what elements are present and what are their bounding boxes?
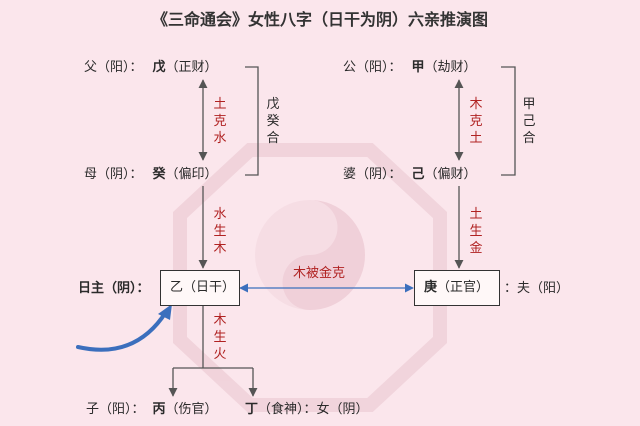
label-water-generates-wood: 水生木: [212, 206, 228, 257]
husband-relation: （正官）: [437, 280, 489, 295]
self-node-box: 乙（日干）: [160, 270, 240, 306]
grandpa-stem: 甲: [412, 60, 425, 75]
husband-stem: 庚: [424, 280, 437, 295]
self-node: 乙（日干）: [170, 280, 235, 296]
label-wood-generates-fire: 木生火: [212, 312, 228, 363]
self-role: 日主（阴）：: [78, 281, 150, 297]
mother-node: 母（阴）： 癸（偏印）: [84, 167, 218, 183]
grandpa-role: 公（阳）：: [343, 60, 402, 75]
self-relation: （日干）: [183, 280, 235, 295]
label-wood-restrains-earth: 木克土: [468, 96, 484, 147]
self-role-label: 日主（阴）：: [78, 281, 150, 296]
grandpa-relation: （劫财）: [425, 60, 477, 75]
daughter-stem: 丁: [245, 402, 258, 417]
page-title: 《三命通会》女性八字（日干为阴）六亲推演图: [0, 10, 640, 30]
mother-in-law-node: 婆（阴）： 己（偏财）: [343, 167, 477, 183]
father-stem: 戊: [153, 60, 166, 75]
mother-role: 母（阴）：: [84, 167, 143, 182]
daughter-relation: （食神）: [258, 402, 304, 417]
bracket-jia-ji: [501, 67, 515, 175]
label-earth-restrains-water: 土克水: [212, 96, 228, 147]
husband-node: 庚（正官）: [424, 280, 489, 296]
son-stem: 丙: [153, 402, 166, 417]
self-stem: 乙: [170, 280, 183, 295]
label-wu-gui-combine: 戊癸合: [265, 96, 281, 147]
mother-in-law-relation: （偏财）: [425, 167, 477, 182]
mother-relation: （偏印）: [166, 167, 218, 182]
husband-node-box: 庚（正官）: [414, 270, 500, 306]
mother-stem: 癸: [153, 167, 166, 182]
father-node: 父（阳）： 戊（正财）: [84, 60, 218, 76]
curved-arrow-icon: [78, 312, 166, 350]
son-relation: （伤官）: [166, 402, 218, 417]
grandpa-node: 公（阳）： 甲（劫财）: [343, 60, 477, 76]
daughter-role: ：女（阴）: [304, 402, 369, 417]
son-role: 子（阳）：: [86, 402, 145, 417]
label-jia-ji-combine: 甲己合: [521, 96, 537, 147]
son-node: 子（阳）： 丙（伤官）: [86, 402, 218, 418]
mother-in-law-stem: 己: [412, 167, 425, 182]
label-wood-restrained-by-metal: 木被金克: [293, 266, 345, 282]
father-role: 父（阳）：: [84, 60, 143, 75]
daughter-node: 丁（食神）：女（阴）: [245, 402, 369, 418]
father-relation: （正财）: [166, 60, 218, 75]
label-earth-generates-metal: 土生金: [468, 206, 484, 257]
mother-in-law-role: 婆（阴）：: [343, 167, 402, 182]
husband-role: ：夫（阳）: [504, 281, 569, 297]
